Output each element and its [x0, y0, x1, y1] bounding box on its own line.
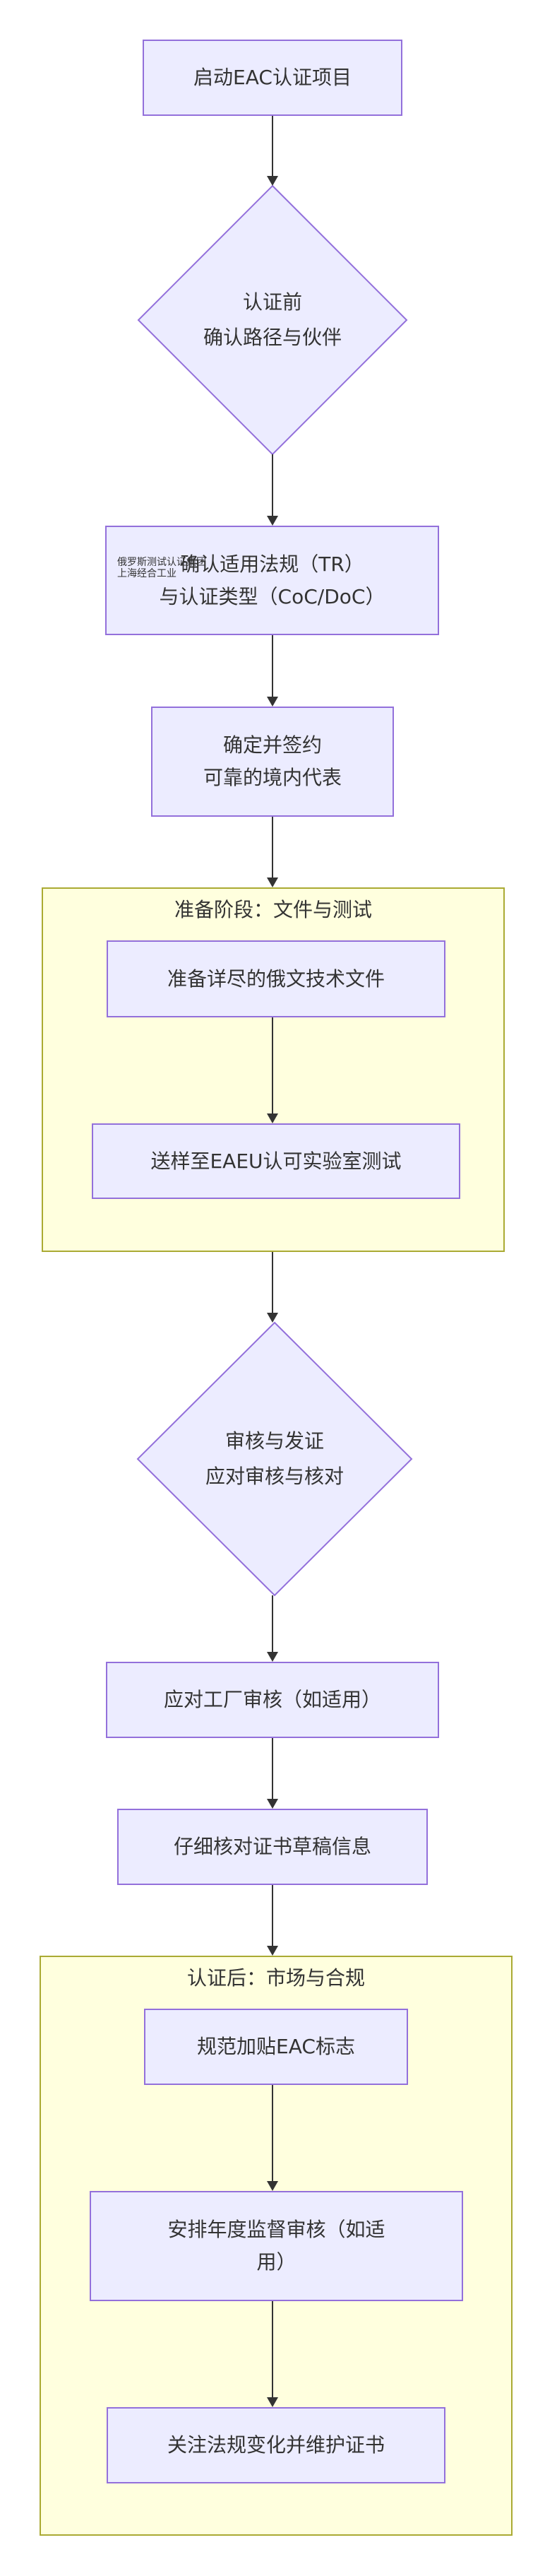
edge-pre-cert-to-confirm-tr [272, 454, 273, 516]
node-annual-audit: 安排年度监督审核（如适 用） [90, 2191, 463, 2301]
node-confirm-tr-line-2: 与认证类型（CoC/DoC） [159, 584, 385, 608]
arrowhead-icon [267, 878, 278, 887]
node-verify-draft: 仔细核对证书草稿信息 [117, 1809, 428, 1885]
node-start: 启动EAC认证项目 [143, 40, 402, 116]
arrowhead-icon [267, 1652, 278, 1662]
arrowhead-icon [267, 176, 278, 186]
arrowhead-icon [267, 697, 278, 707]
edge-representative-to-preparation [272, 817, 273, 879]
node-annual-audit-line-2: 用） [256, 2250, 297, 2274]
diamond-review-issue-shape [136, 1321, 413, 1597]
arrowhead-icon [267, 516, 278, 526]
node-review-issue-label: 审核与发证 应对审核与核对 [169, 1424, 381, 1494]
group-preparation-title: 准备阶段：文件与测试 [174, 898, 372, 921]
node-factory-audit-label: 应对工厂审核（如适用） [163, 1688, 381, 1711]
overlay-line-2: 上海经合工业 [117, 568, 176, 579]
node-factory-audit: 应对工厂审核（如适用） [106, 1662, 439, 1738]
node-pre-cert-line-1: 认证前 [242, 290, 302, 314]
node-start-label: 启动EAC认证项目 [193, 66, 352, 89]
edge-prepare-docs-to-lab-test [272, 1017, 273, 1114]
arrowhead-icon [267, 1113, 278, 1123]
arrowhead-icon [267, 2181, 278, 2191]
edge-start-to-pre-cert [272, 116, 273, 177]
edge-review-issue-to-factory-audit [272, 1595, 273, 1653]
node-prepare-docs: 准备详尽的俄文技术文件 [107, 940, 445, 1017]
node-verify-draft-label: 仔细核对证书草稿信息 [173, 1835, 371, 1858]
node-confirm-tr: 确认适用法规（TR） 与认证类型（CoC/DoC） [105, 526, 439, 635]
arrowhead-icon [267, 1313, 278, 1323]
overlay-watermark-text: 俄罗斯测试认证集团 上海经合工业 [117, 557, 206, 579]
node-maintain-label: 关注法规变化并维护证书 [167, 2433, 385, 2457]
edge-eac-mark-to-annual-audit [272, 2085, 273, 2182]
group-post-cert-title: 认证后：市场与合规 [186, 1966, 365, 1990]
arrowhead-icon [267, 1946, 278, 1956]
node-annual-audit-line-1: 安排年度监督审核（如适 [167, 2218, 385, 2241]
node-review-issue-line-2: 应对审核与核对 [205, 1465, 344, 1488]
node-prepare-docs-label: 准备详尽的俄文技术文件 [167, 967, 385, 991]
overlay-line-1: 俄罗斯测试认证集团 [117, 557, 206, 568]
node-lab-test-label: 送样至EAEU认可实验室测试 [150, 1149, 402, 1173]
edge-confirm-tr-to-representative [272, 635, 273, 697]
edge-annual-audit-to-maintain [272, 2301, 273, 2398]
edge-verify-draft-to-post-cert [272, 1885, 273, 1946]
node-lab-test: 送样至EAEU认可实验室测试 [92, 1123, 460, 1199]
node-pre-cert-label: 认证前 确认路径与伙伴 [167, 285, 378, 355]
edge-preparation-to-review-issue [272, 1252, 273, 1313]
node-confirm-tr-line-1: 确认适用法规（TR） [180, 552, 364, 576]
node-representative: 确定并签约 可靠的境内代表 [151, 707, 394, 817]
node-eac-mark: 规范加贴EAC标志 [144, 2009, 408, 2085]
node-maintain: 关注法规变化并维护证书 [107, 2407, 445, 2483]
node-pre-cert-line-2: 确认路径与伙伴 [203, 326, 342, 349]
node-review-issue-line-1: 审核与发证 [224, 1429, 324, 1453]
arrowhead-icon [267, 2397, 278, 2407]
node-eac-mark-label: 规范加贴EAC标志 [197, 2035, 355, 2058]
node-representative-line-1: 确定并签约 [222, 733, 322, 757]
node-representative-line-2: 可靠的境内代表 [203, 766, 342, 789]
arrowhead-icon [267, 1799, 278, 1809]
edge-factory-audit-to-verify-draft [272, 1738, 273, 1800]
